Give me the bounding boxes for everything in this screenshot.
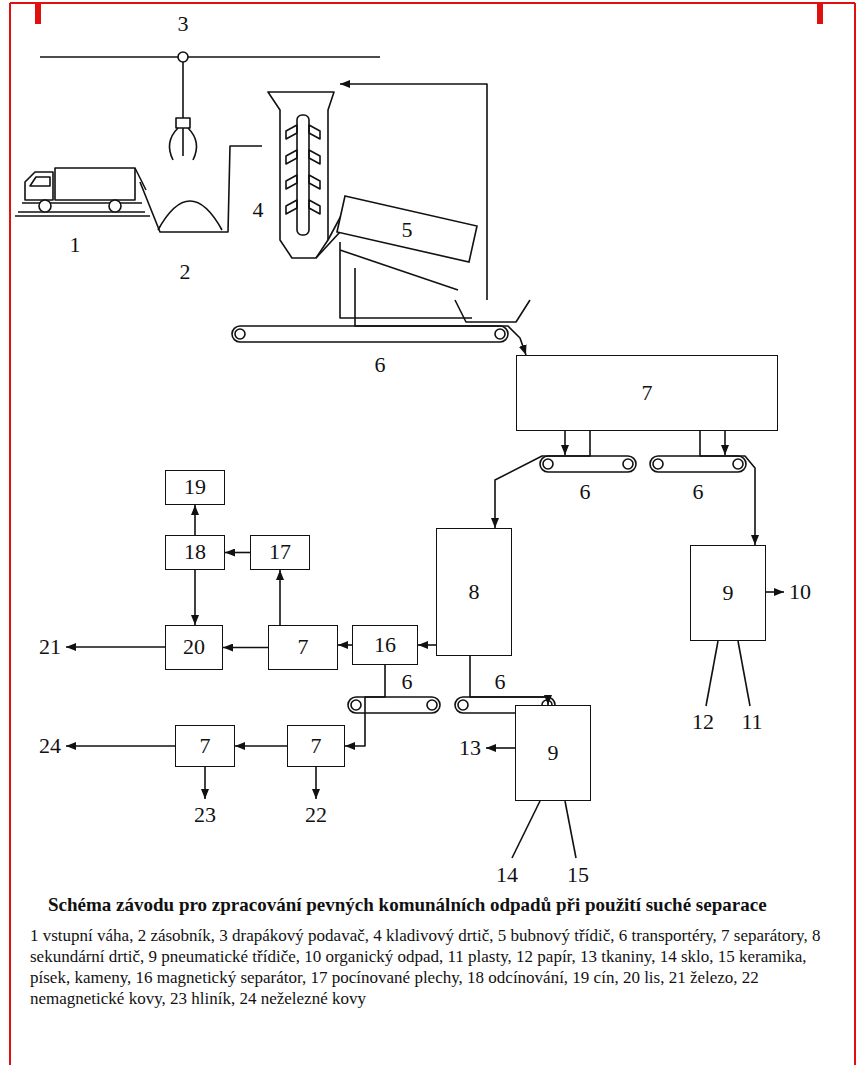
callout-number: 12 xyxy=(692,709,714,734)
node-number: 8 xyxy=(469,580,480,604)
callout-number: 1 xyxy=(45,232,105,258)
flow-connector xyxy=(355,268,526,355)
crane-rail xyxy=(40,52,380,62)
flow-connector xyxy=(338,644,352,646)
callout-number: 3 xyxy=(153,11,213,37)
node-number: 9 xyxy=(548,741,559,765)
magnetic-separator-box: 16 xyxy=(352,625,418,665)
return-line xyxy=(340,84,487,300)
crusher-box: 8 xyxy=(436,528,512,656)
callout-number: 14 xyxy=(496,862,518,887)
callout-number: 6 xyxy=(555,479,615,505)
separator-box: 7 xyxy=(268,625,338,670)
process-box: 19 xyxy=(165,470,225,505)
separator-box: 7 xyxy=(287,725,345,767)
node-number: 18 xyxy=(184,540,206,564)
flow-connector xyxy=(194,570,196,625)
separator-box: 7 xyxy=(516,355,778,431)
truck-on-scale xyxy=(15,168,150,216)
callout-number: 15 xyxy=(567,862,589,887)
storage-bunker xyxy=(140,146,262,232)
separator-box: 7 xyxy=(175,725,235,767)
callout-number: 13 xyxy=(440,735,500,761)
node-number: 19 xyxy=(184,475,206,499)
hammer-crusher xyxy=(268,92,342,258)
callout-number: 14 xyxy=(477,862,537,888)
callout-number: 10 xyxy=(789,579,811,604)
pneumatic-classifier-box: 9 xyxy=(690,545,766,641)
press-box: 20 xyxy=(165,625,223,670)
callout-number: 23 xyxy=(175,802,235,828)
node-number: 7 xyxy=(200,734,211,758)
flow-connector xyxy=(223,647,268,649)
callout-number: 11 xyxy=(741,709,762,734)
node-number: 20 xyxy=(183,635,205,659)
callout-number: 6 xyxy=(375,352,386,377)
callout-number: 6 xyxy=(668,479,728,505)
flow-connector xyxy=(418,644,436,646)
callout-number: 10 xyxy=(770,579,830,605)
callout-number: 11 xyxy=(722,709,782,735)
node-number: 7 xyxy=(642,381,653,405)
flow-connector xyxy=(194,505,196,535)
flow-connector xyxy=(700,431,755,545)
grab-feeder xyxy=(169,62,196,160)
callout-number: 24 xyxy=(20,733,80,759)
flow-connector xyxy=(279,570,281,625)
process-box: 17 xyxy=(250,535,310,570)
callout-number: 3 xyxy=(178,11,189,36)
node-number: 17 xyxy=(269,540,291,564)
callout-number: 13 xyxy=(459,735,481,760)
flow-connector xyxy=(470,656,548,705)
process-box: 18 xyxy=(165,535,225,570)
flow-connector xyxy=(225,552,250,554)
callout-number: 2 xyxy=(155,259,215,285)
callout-number: 15 xyxy=(548,862,608,888)
callout-number: 6 xyxy=(470,669,530,695)
output-arrow xyxy=(66,431,784,858)
callout-number: 22 xyxy=(305,802,327,827)
callout-number: 22 xyxy=(286,802,346,828)
pneumatic-classifier-box: 9 xyxy=(515,705,591,801)
flow-connector xyxy=(495,431,590,528)
callout-number: 6 xyxy=(495,669,506,694)
callout-number: 6 xyxy=(693,479,704,504)
flow-connector xyxy=(235,745,287,747)
callout-number: 1 xyxy=(70,232,81,257)
drum-outline xyxy=(337,196,477,262)
figure-title: Schéma závodu pro zpracování pevných kom… xyxy=(48,893,845,917)
callout-number: 21 xyxy=(20,634,80,660)
callout-number: 12 xyxy=(673,709,733,735)
callout-number: 6 xyxy=(377,669,437,695)
drum-screen: 5 xyxy=(333,192,481,268)
figure-caption: 1 vstupní váha, 2 zásobník, 3 drapákový … xyxy=(30,925,845,1009)
flow-connector xyxy=(345,665,385,746)
callout-number: 21 xyxy=(39,634,61,659)
callout-number: 6 xyxy=(402,669,413,694)
page-frame xyxy=(10,3,855,1065)
callout-number: 24 xyxy=(39,733,61,758)
callout-number: 23 xyxy=(194,802,216,827)
node-number: 7 xyxy=(311,734,322,758)
callout-number: 4 xyxy=(228,197,288,223)
node-number: 5 xyxy=(402,218,413,242)
node-number: 9 xyxy=(723,581,734,605)
callout-number: 6 xyxy=(350,352,410,378)
callout-number: 6 xyxy=(580,479,591,504)
callout-number: 2 xyxy=(180,259,191,284)
figure-caption-block: Schéma závodu pro zpracování pevných kom… xyxy=(30,893,845,1009)
node-number: 7 xyxy=(298,635,309,659)
node-number: 16 xyxy=(374,633,396,657)
callout-number: 4 xyxy=(253,197,264,222)
